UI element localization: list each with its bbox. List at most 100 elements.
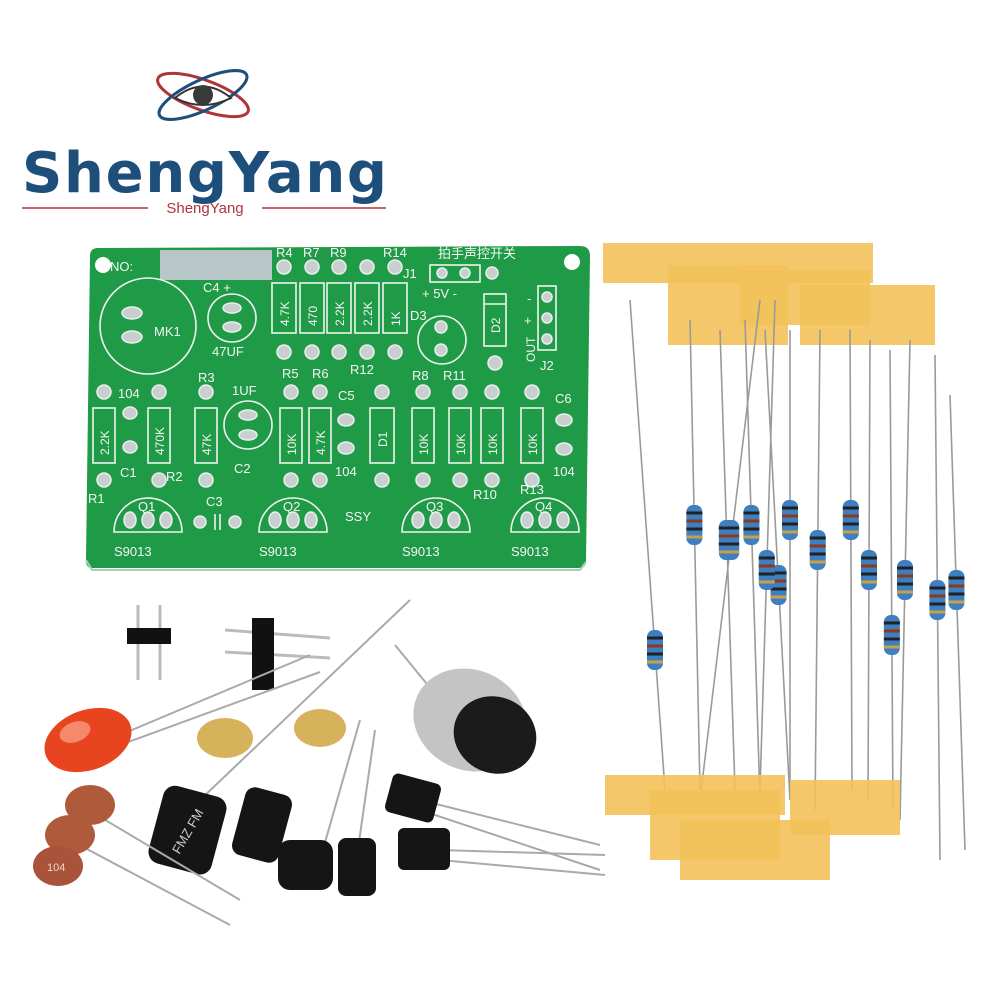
ceramic-capacitors-yellow bbox=[197, 709, 346, 758]
resistor bbox=[929, 580, 946, 620]
label-5v: + 5V - bbox=[422, 286, 457, 301]
label-c4-value: 47UF bbox=[212, 344, 244, 359]
resistor bbox=[809, 530, 826, 570]
resistor-value: 10K bbox=[454, 434, 468, 455]
resistor bbox=[723, 520, 740, 560]
resistor bbox=[897, 560, 913, 600]
resistor-value: 4.7K bbox=[314, 430, 328, 455]
serial-field bbox=[160, 250, 272, 280]
label-c5: C5 bbox=[338, 388, 355, 403]
label-r4: R4 bbox=[276, 245, 293, 260]
label-c1: C1 bbox=[120, 465, 137, 480]
label-r12: R12 bbox=[350, 362, 374, 377]
label-c4: C4 + bbox=[203, 280, 231, 295]
ceramic-capacitors-brown: 104 bbox=[33, 785, 241, 926]
resistor-value: 10K bbox=[486, 434, 500, 455]
resistor-footprint bbox=[520, 407, 544, 464]
label-r13: R13 bbox=[520, 482, 544, 497]
resistor-value: 2.2K bbox=[333, 301, 347, 326]
microphone bbox=[394, 644, 537, 774]
label-r3: R3 bbox=[198, 370, 215, 385]
resistor bbox=[782, 500, 798, 540]
transistor-footprint bbox=[113, 497, 183, 533]
electrolytic-capacitors: FMZ FM bbox=[148, 599, 411, 875]
label-ssy: SSY bbox=[345, 509, 371, 524]
pin-headers bbox=[127, 605, 331, 690]
label-r5: R5 bbox=[282, 366, 299, 381]
resistor bbox=[758, 550, 775, 590]
resistor-strip bbox=[603, 243, 966, 880]
label-c5-value: 104 bbox=[335, 464, 357, 479]
resistor-value: 10K bbox=[417, 434, 431, 455]
label-out-plus: + bbox=[524, 313, 532, 328]
resistor-footprint bbox=[411, 407, 435, 464]
resistor-value: 10K bbox=[526, 434, 540, 455]
label-r8: R8 bbox=[412, 368, 429, 383]
resistor bbox=[842, 500, 859, 540]
label-r1: R1 bbox=[88, 491, 105, 506]
no-label: NO: bbox=[110, 259, 133, 274]
resistor-footprint bbox=[147, 407, 171, 464]
label-mk1: MK1 bbox=[154, 324, 181, 339]
resistor-footprint bbox=[448, 407, 472, 464]
label-j2: J2 bbox=[540, 358, 554, 373]
label-r10: R10 bbox=[473, 487, 497, 502]
label-r14: R14 bbox=[383, 245, 407, 260]
resistor-value: 1K bbox=[389, 311, 403, 326]
transistor-footprint bbox=[510, 497, 580, 533]
board-title-cn: 拍手声控开关 bbox=[438, 246, 516, 261]
resistor-value: 2.2K bbox=[98, 430, 112, 455]
transistor-footprint bbox=[401, 497, 471, 533]
resistor bbox=[686, 505, 703, 545]
resistor-footprint bbox=[354, 282, 380, 334]
resistor-footprint bbox=[480, 407, 504, 464]
resistor-value: 470K bbox=[153, 427, 167, 455]
label-r11: R11 bbox=[443, 368, 466, 383]
resistor bbox=[743, 505, 760, 545]
loose-components: FMZ FM 104 bbox=[33, 599, 606, 926]
label-q4: Q4 bbox=[535, 499, 552, 514]
label-r6: R6 bbox=[312, 366, 329, 381]
resistor bbox=[883, 615, 900, 655]
label-c6: C6 bbox=[555, 391, 572, 406]
resistor-value: 470 bbox=[306, 306, 320, 326]
label-c2-value: 1UF bbox=[232, 383, 257, 398]
eye-orbit-icon bbox=[156, 69, 250, 121]
resistor bbox=[647, 630, 663, 670]
label-c1-value: 104 bbox=[118, 386, 140, 401]
label-q2: Q2 bbox=[283, 499, 300, 514]
label-q1: Q1 bbox=[138, 499, 155, 514]
ceramic-marking: 104 bbox=[47, 862, 65, 874]
shengyang-logo: ShengYang ShengYang bbox=[22, 69, 387, 217]
resistor-value: 4.7K bbox=[278, 301, 292, 326]
resistor-footprint bbox=[382, 282, 408, 334]
resistor-value: 47K bbox=[200, 434, 214, 455]
label-q3: Q3 bbox=[426, 499, 443, 514]
label-c2: C2 bbox=[234, 461, 251, 476]
label-r2: R2 bbox=[166, 469, 183, 484]
label-r9: R9 bbox=[330, 245, 347, 260]
label-r7: R7 bbox=[303, 245, 320, 260]
resistor-footprint bbox=[308, 407, 332, 464]
label-q3-type: S9013 bbox=[402, 544, 440, 559]
led-red bbox=[44, 654, 321, 773]
label-c3: C3 bbox=[206, 494, 223, 509]
label-d2: D2 bbox=[489, 317, 503, 333]
tape bbox=[800, 285, 935, 345]
resistor-value: 10K bbox=[285, 434, 299, 455]
label-q1-type: S9013 bbox=[114, 544, 152, 559]
label-d3: D3 bbox=[410, 308, 427, 323]
resistor-footprint bbox=[299, 282, 325, 334]
label-c6-value: 104 bbox=[553, 464, 575, 479]
transistors bbox=[278, 719, 606, 896]
resistor bbox=[948, 570, 965, 610]
pcb-board: NO: 拍手声控开关 R4 R7 R9 R14 J1 + 5V - MK1 C4… bbox=[85, 245, 590, 571]
resistor-footprint bbox=[271, 282, 297, 334]
logo-subtitle: ShengYang bbox=[166, 200, 243, 217]
logo-brand: ShengYang bbox=[22, 141, 387, 206]
label-out: OUT bbox=[524, 336, 538, 362]
resistor-footprint bbox=[194, 407, 218, 464]
resistor-footprint bbox=[326, 282, 352, 334]
